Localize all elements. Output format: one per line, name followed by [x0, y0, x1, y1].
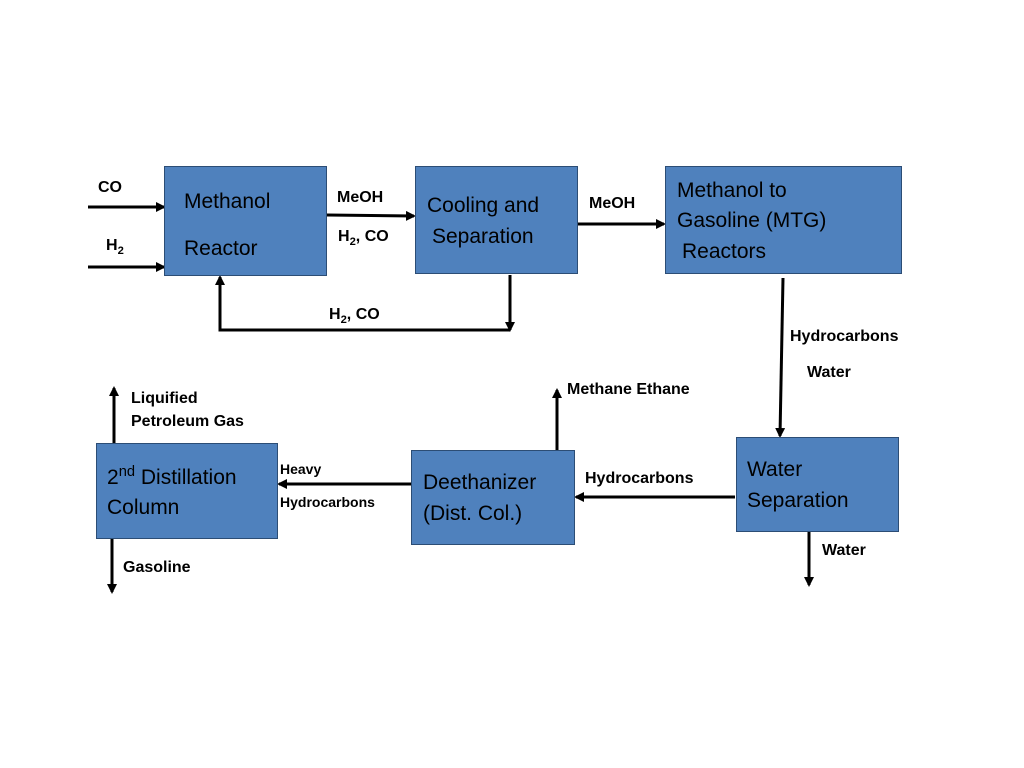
- deethanizer-line2: (Dist. Col.): [423, 502, 523, 525]
- distillation-line2: Column: [107, 496, 180, 519]
- label-hydrocarbons-2: Hydrocarbons: [585, 470, 694, 487]
- label-lpg-line2: Petroleum Gas: [131, 413, 244, 430]
- distillation-line1: 2nd Distillation: [107, 462, 237, 492]
- label-heavy-hydrocarbons: Hydrocarbons: [280, 494, 375, 510]
- distillation-ordinal: 2: [107, 466, 119, 489]
- deethanizer-box: Deethanizer (Dist. Col.): [411, 450, 575, 545]
- methanol-reactor-line1: Methanol: [184, 190, 271, 213]
- methanol-reactor-box: Methanol Reactor: [164, 166, 327, 276]
- label-meoh-2: MeOH: [589, 195, 636, 212]
- distillation-ordinal-suffix: nd: [118, 464, 136, 480]
- label-h2co-recycle-base: H: [329, 306, 341, 323]
- label-water-out: Water: [822, 542, 866, 559]
- label-water-1: Water: [807, 364, 851, 381]
- label-methane-ethane: Methane Ethane: [567, 381, 690, 398]
- water-separation-box: Water Separation: [736, 437, 899, 532]
- cooling-line2: Separation: [432, 225, 534, 248]
- label-h2co-1-base: H: [338, 228, 350, 245]
- arrow-recycle: [215, 275, 510, 332]
- label-meoh-1: MeOH: [337, 189, 384, 206]
- distillation-column-box: 2nd Distillation Column: [96, 443, 278, 539]
- label-h2co-recycle: H2, CO: [329, 305, 380, 328]
- deethanizer-line1: Deethanizer: [423, 471, 537, 494]
- label-h2co-1-sub: 2: [349, 236, 356, 249]
- label-lpg-line1: Liquified: [131, 390, 198, 407]
- label-hydrocarbons-1: Hydrocarbons: [790, 328, 899, 345]
- label-h2co-recycle-sub: 2: [340, 314, 347, 327]
- distillation-line1-rest: Distillation: [135, 466, 237, 489]
- cooling-separation-box: Cooling and Separation: [415, 166, 578, 274]
- label-h2co-recycle-rest: , CO: [346, 306, 380, 323]
- arrow-reactor-to-cooling: [326, 210, 416, 221]
- arrow-mtg-to-water: [775, 277, 786, 438]
- label-heavy: Heavy: [280, 461, 322, 477]
- water-sep-line2: Separation: [747, 489, 849, 512]
- methanol-reactor-line2: Reactor: [184, 237, 258, 260]
- mtg-line2: Gasoline (MTG): [677, 209, 827, 232]
- label-gasoline: Gasoline: [123, 559, 191, 576]
- label-h2co-1-rest: , CO: [355, 228, 389, 245]
- water-sep-line1: Water: [747, 458, 803, 481]
- mtg-line1: Methanol to: [677, 179, 787, 202]
- mtg-reactors-box: Methanol to Gasoline (MTG) Reactors: [665, 166, 902, 274]
- label-h2-in-base: H: [106, 237, 118, 254]
- label-co-in: CO: [98, 179, 122, 196]
- label-h2-in-sub: 2: [117, 245, 124, 258]
- label-h2co-1: H2, CO: [338, 227, 389, 250]
- mtg-line3: Reactors: [682, 240, 767, 263]
- cooling-line1: Cooling and: [427, 194, 540, 217]
- label-h2-in: H2: [106, 236, 124, 259]
